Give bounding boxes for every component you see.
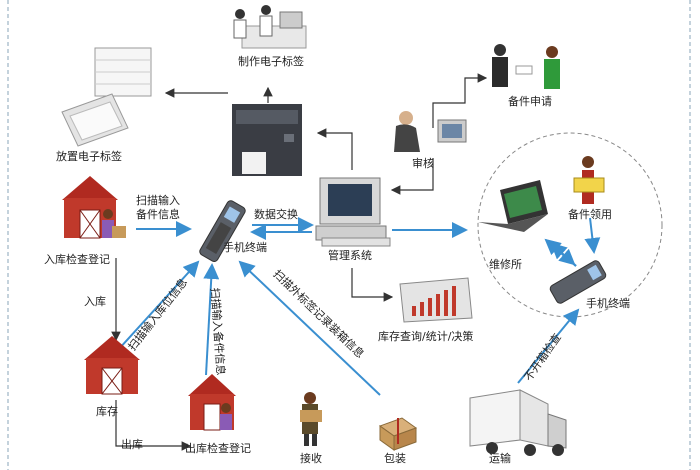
arrow-audit-to-system <box>390 158 434 195</box>
arrow-scan-pack-label <box>238 260 381 396</box>
office-workers-icon <box>233 5 307 49</box>
label-handheld-2: 手机终端 <box>586 297 630 310</box>
part-claim-person-icon <box>573 156 605 204</box>
transport-truck-icon <box>469 389 567 456</box>
label-handheld: 手机终端 <box>223 241 267 254</box>
handheld-terminal-2-icon <box>549 260 607 304</box>
package-icon <box>378 417 418 451</box>
label-part-info: 备件信息 <box>136 208 180 221</box>
handheld-terminal-icon <box>199 200 246 263</box>
label-part-claim: 备件领用 <box>568 208 612 221</box>
repair-zone-circle <box>477 132 663 318</box>
label-data-exchange: 数据交换 <box>254 208 298 221</box>
stock-warehouse-icon <box>84 336 140 395</box>
label-inbound-check: 入库检查登记 <box>44 253 110 266</box>
label-repair-shop: 维修所 <box>489 258 522 271</box>
label-stock: 库存 <box>96 405 118 418</box>
arrow-scan-outbound-part <box>203 263 220 376</box>
label-scan-input: 扫描输入 <box>136 194 180 207</box>
label-part-apply: 备件申请 <box>508 95 552 108</box>
label-printer-icon <box>232 104 302 176</box>
inbound-warehouse-icon <box>62 176 126 239</box>
label-place-tag: 放置电子标签 <box>56 150 122 163</box>
arrow-system-to-query <box>351 268 394 302</box>
label-inventory-query: 库存查询/统计/决策 <box>378 330 474 343</box>
label-make-tag: 制作电子标签 <box>238 55 304 68</box>
arrow-laptop-to-handheld <box>547 240 576 266</box>
arrow-outbound <box>115 400 192 451</box>
label-transport: 运输 <box>489 452 511 465</box>
label-outbound-check: 出库检查登记 <box>185 442 251 455</box>
electronic-tag-icon <box>61 47 152 147</box>
statistics-chart-icon <box>399 277 473 323</box>
label-audit: 审核 <box>412 157 434 170</box>
arrow-unpack-check <box>517 308 580 384</box>
outbound-warehouse-icon <box>188 374 236 431</box>
label-mgmt-system: 管理系统 <box>328 249 372 262</box>
label-outbound: 出库 <box>121 438 143 451</box>
management-computer-icon <box>315 177 391 247</box>
label-receive: 接收 <box>300 452 322 465</box>
repair-laptop-icon <box>478 180 548 232</box>
part-apply-people-icon <box>492 44 560 89</box>
receive-worker-icon <box>300 392 322 446</box>
arrow-system-to-printer <box>316 128 353 170</box>
arrow-audit-to-apply <box>432 73 488 128</box>
label-pack: 包装 <box>384 452 406 465</box>
arrow-claim-to-handheld <box>584 217 601 254</box>
label-inbound: 入库 <box>84 295 106 308</box>
auditor-icon <box>394 111 467 152</box>
arrow-scan-inbound-location <box>117 260 200 351</box>
